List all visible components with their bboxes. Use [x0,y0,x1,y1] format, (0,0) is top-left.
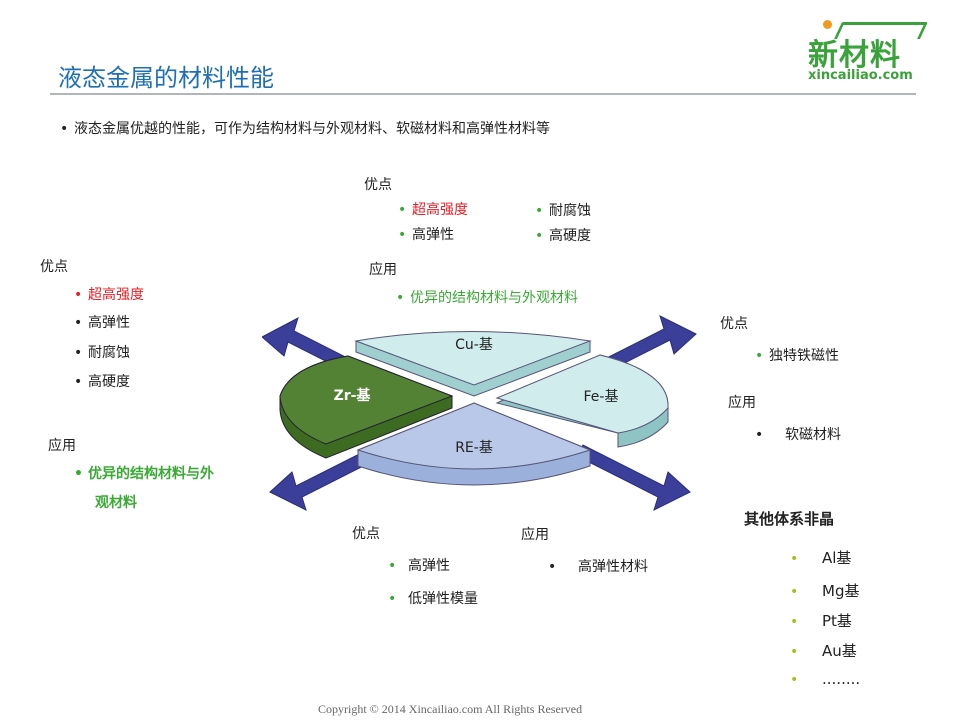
bullet-icon: • [74,374,83,390]
others-item: •Au基 [790,642,857,660]
bottom-app-label: 应用 [521,527,549,543]
right-app-label: 应用 [728,395,756,411]
left-app-item-cont: 观材料 [95,495,137,511]
logo: 新材料 xincailiao.com [806,20,928,90]
bullet-icon: • [535,228,544,244]
top-adv-item: •高弹性 [398,227,454,243]
title-divider [50,93,916,95]
logo-dot-icon [823,20,832,29]
bottom-app-item: •高弹性材料 [548,559,648,575]
bullet-icon: • [755,427,764,443]
bullet-icon: • [755,348,764,364]
cu-label: Cu-基 [455,336,493,353]
others-item: •Pt基 [790,612,852,630]
re-label: RE-基 [455,439,493,456]
bottom-adv-item: •低弹性模量 [388,591,478,607]
left-adv-item: •耐腐蚀 [74,345,130,361]
cu-sector [354,331,592,397]
bullet-icon: • [790,584,799,600]
bullet-icon: • [74,466,83,482]
top-adv-item: •超高强度 [398,202,468,218]
logo-text-cn: 新材料 [808,38,901,73]
fe-sector [495,354,669,448]
right-app-item: •软磁材料 [755,427,841,443]
bullet-icon: • [790,644,799,660]
top-adv-label: 优点 [364,177,392,193]
others-item: •Mg基 [790,582,860,600]
top-app-item: •优异的结构材料与外观材料 [396,290,578,306]
intro-bullet: • 液态金属优越的性能，可作为结构材料与外观材料、软磁材料和高弹性材料等 [60,118,550,138]
bullet-icon: • [790,614,799,630]
alloy-pie-diagram: Cu-基 Fe-基 Zr-基 RE-基 [262,315,697,511]
bullet-icon: • [74,345,83,361]
right-adv-item: •独特铁磁性 [755,348,839,364]
left-adv-item: •高弹性 [74,315,130,331]
right-adv-label: 优点 [720,316,748,332]
left-adv-item: •高硬度 [74,374,130,390]
bullet-icon: • [396,290,405,306]
bottom-adv-item: •高弹性 [388,558,450,574]
bullet-icon: • [398,202,407,218]
left-adv-label: 优点 [40,259,68,275]
others-item: •Al基 [790,549,852,567]
others-heading: 其他体系非晶 [744,510,835,528]
zr-sector [279,355,454,459]
re-sector [356,402,592,486]
intro-text: 液态金属优越的性能，可作为结构材料与外观材料、软磁材料和高弹性材料等 [74,121,550,137]
bullet-icon: • [548,559,557,575]
top-app-label: 应用 [369,262,397,278]
arrow-bottom-right [576,444,691,511]
top-adv-item: •高硬度 [535,228,591,244]
top-adv-item: •耐腐蚀 [535,203,591,219]
bullet-icon: • [74,315,83,331]
bullet-icon: • [388,591,397,607]
others-item: •........ [790,670,861,688]
bottom-adv-label: 优点 [352,526,380,542]
left-app-item: •优异的结构材料与外 [74,466,214,482]
footer-copyright: Copyright © 2014 Xincailiao.com All Righ… [318,702,583,716]
bullet-icon: • [535,203,544,219]
bullet-icon: • [388,558,397,574]
bullet-icon: • [74,287,83,303]
fe-label: Fe-基 [584,388,619,405]
bullet-icon: • [790,672,799,688]
zr-label: Zr-基 [334,387,372,404]
bullet-icon: • [398,227,407,243]
left-app-label: 应用 [48,438,76,454]
left-adv-item: •超高强度 [74,287,144,303]
page-title: 液态金属的材料性能 [58,64,274,92]
logo-text-en: xincailiao.com [808,68,913,83]
bullet-icon: • [60,121,69,137]
bullet-icon: • [790,551,799,567]
